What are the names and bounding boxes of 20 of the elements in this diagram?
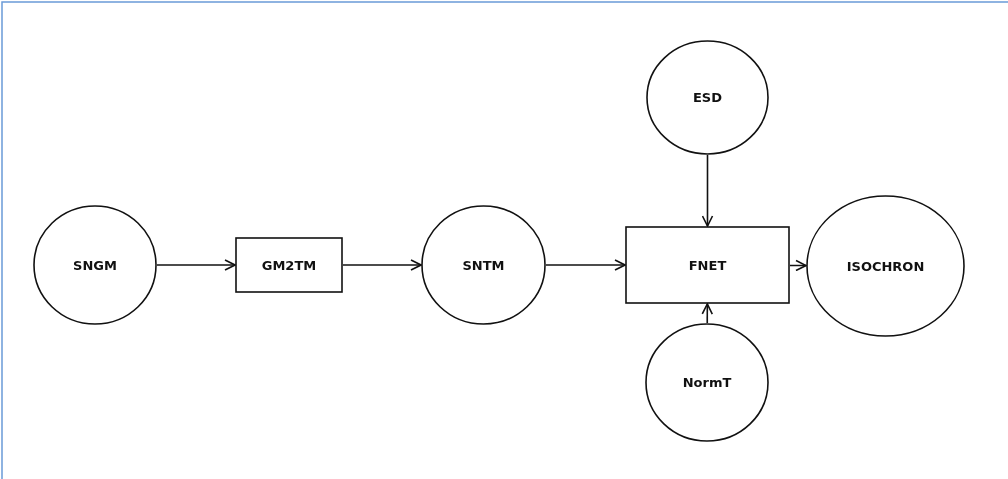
process-box	[625, 226, 790, 304]
process-circle	[33, 205, 157, 325]
node-label: SNTM	[462, 257, 505, 273]
process-circle	[806, 195, 965, 337]
process-circle	[646, 40, 769, 155]
arrow	[545, 259, 626, 271]
node-label: ESD	[692, 90, 722, 105]
node-label: GM2TM	[261, 257, 317, 273]
process-box	[235, 237, 343, 293]
arrow	[156, 259, 236, 271]
node-label: ISOCHRON	[846, 258, 925, 274]
node-label: FNET	[688, 257, 727, 273]
node-label: NormT	[682, 375, 732, 390]
node-label: SNGM	[73, 257, 117, 273]
process-circle	[645, 323, 769, 442]
arrow	[701, 303, 714, 324]
arrow	[701, 154, 714, 227]
process-circle	[421, 205, 546, 325]
arrow	[789, 259, 807, 272]
arrow	[342, 259, 422, 271]
